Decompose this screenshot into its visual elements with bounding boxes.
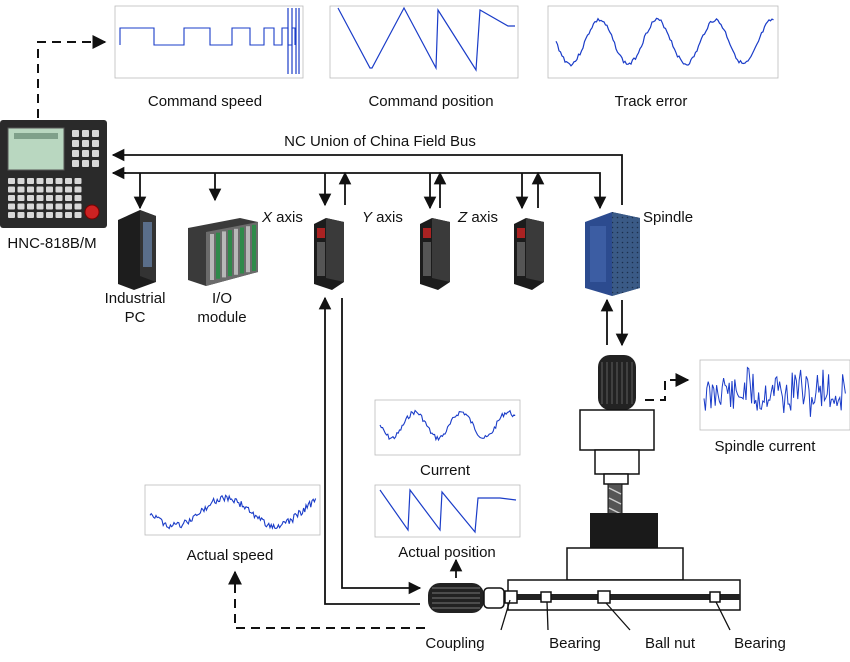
bearing-right-block (709, 591, 721, 603)
command-position-waveform (337, 6, 515, 72)
label-industrial-pc-line1: Industrial (105, 290, 166, 307)
ball-nut-block (597, 590, 611, 604)
actual-speed-waveform (149, 494, 317, 530)
label-spindle-current: Spindle current (715, 438, 817, 455)
dashed-arrow-to-actual-speed (228, 570, 425, 629)
spindle-motor-icon (579, 355, 655, 521)
label-field-bus: NC Union of China Field Bus (284, 133, 476, 150)
track-error-waveform (555, 17, 774, 67)
servo-drive-icon-y (420, 218, 450, 290)
spindle-current-waveform (703, 366, 846, 417)
command-wire-x (341, 298, 422, 595)
label-command-position: Command position (368, 93, 493, 110)
plot-current (374, 399, 521, 456)
label-io-module-line1: I/O (212, 290, 232, 307)
plot-spindle-current (699, 359, 850, 431)
current-waveform (379, 409, 516, 442)
worktable (503, 513, 741, 611)
label-actual-speed: Actual speed (187, 547, 274, 564)
label-y-axis: Y axis (362, 209, 403, 226)
dashed-arrow-to-spindle-current (645, 373, 690, 401)
cnc-controller-icon (0, 120, 107, 228)
plot-command-speed (114, 5, 304, 79)
label-industrial-pc-line2: PC (125, 309, 146, 326)
label-z-axis: Z axis (457, 209, 498, 226)
plot-track-error (547, 5, 779, 79)
plot-actual-speed (144, 484, 321, 536)
command-speed-waveform (119, 27, 296, 46)
spindle-drive-icon (585, 212, 640, 296)
label-io-module-line2: module (197, 309, 246, 326)
label-hnc: HNC-818B/M (7, 235, 96, 252)
feedback-wire-x (318, 296, 420, 605)
field-bus-wiring (111, 148, 623, 210)
servo-drive-icon-z (514, 218, 544, 290)
label-current: Current (420, 462, 471, 479)
coupling-block (504, 590, 518, 604)
label-coupling: Coupling (425, 635, 484, 652)
label-bearing-left: Bearing (549, 635, 601, 652)
label-x-axis: X axis (261, 209, 303, 226)
actual-position-waveform (379, 488, 517, 534)
label-ball-nut: Ball nut (645, 635, 696, 652)
industrial-pc-icon (118, 210, 156, 290)
label-spindle: Spindle (643, 209, 693, 226)
dashed-arrow-to-command-speed (37, 35, 107, 118)
plot-command-position (329, 5, 519, 79)
plot-actual-position (374, 484, 521, 538)
servo-drive-icon-x (314, 218, 344, 290)
label-bearing-right: Bearing (734, 635, 786, 652)
label-track-error: Track error (615, 93, 688, 110)
io-module-icon (188, 218, 258, 286)
label-actual-position: Actual position (398, 544, 496, 561)
servo-motor-icon (428, 583, 505, 613)
label-command-speed: Command speed (148, 93, 262, 110)
bearing-left-block (540, 591, 552, 603)
